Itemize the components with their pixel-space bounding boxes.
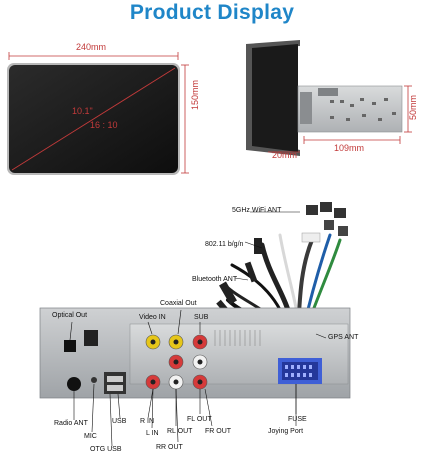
label-fl-out: FL OUT (187, 416, 212, 423)
depth-dimension: 109mm (334, 143, 365, 153)
aspect-ratio: 16 : 10 (90, 120, 118, 130)
leader-lines (69, 211, 327, 447)
height-dimension: 150mm (190, 79, 200, 110)
rca-jacks (145, 334, 208, 390)
label-r-in: R IN (140, 418, 154, 425)
label-mic: MIC (84, 433, 97, 440)
bezel-dimension: 20mm (272, 150, 298, 160)
label-joying-port: Joying Port (268, 428, 304, 435)
label-video-in: Video IN (139, 314, 166, 321)
width-dimension: 240mm (76, 42, 107, 52)
label-l-in: L IN (146, 430, 159, 437)
label-usb: USB (112, 418, 127, 425)
diagonal-dimension: 10.1" (72, 106, 93, 116)
label-otg-usb: OTG USB (90, 446, 122, 453)
label-sub: SUB (194, 314, 209, 321)
label-bluetooth: Bluetooth ANT (192, 276, 238, 283)
label-radio-ant: Radio ANT (54, 420, 88, 427)
front-screen (7, 52, 189, 175)
side-height-dimension: 50mm (408, 94, 418, 120)
label-80211: 802.11 b/g/n (205, 241, 244, 248)
side-view (246, 40, 412, 156)
label-coaxial: Coaxial Out (160, 300, 197, 307)
label-rl-out: RL OUT (167, 428, 193, 435)
label-optical: Optical Out (52, 312, 88, 319)
page-title: Product Display (129, 1, 295, 24)
label-5ghz-wifi: 5GHz WiFi ANT (232, 207, 282, 214)
label-gps: GPS ANT (328, 334, 359, 341)
label-fuse: FUSE (288, 416, 307, 423)
main-connector (278, 358, 322, 384)
label-rr-out: RR OUT (156, 444, 183, 451)
label-fr-out: FR OUT (205, 428, 232, 435)
